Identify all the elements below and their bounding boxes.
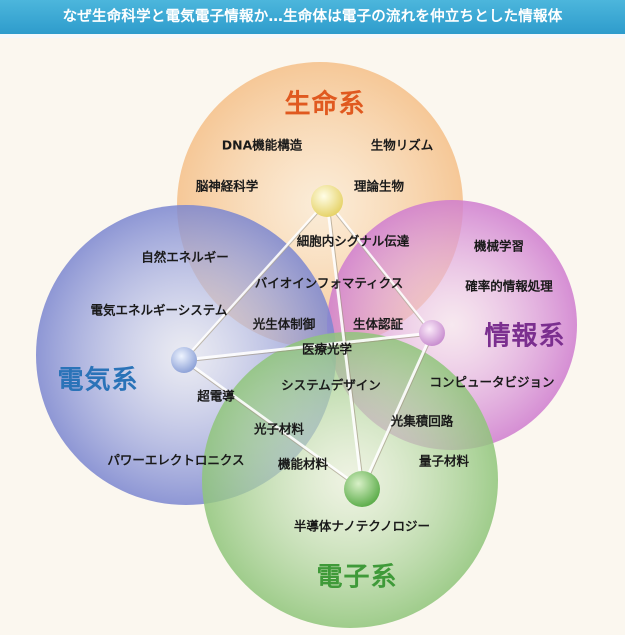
connection-line-shadows xyxy=(183,202,435,492)
line-info-electronic xyxy=(360,332,434,490)
header-bar: なぜ生命科学と電気電子情報か…生命体は電子の流れを仲立ちとした情報体 xyxy=(0,0,625,39)
topic-bio-rhythm: 生物リズム xyxy=(370,137,434,153)
shadow-life-info xyxy=(326,202,433,336)
topic-medical-optics: 医療光学 xyxy=(301,341,353,357)
electronic-system-title: 電子系 xyxy=(316,562,398,593)
line-electric-electronic xyxy=(183,358,363,491)
topic-theoretical-biology: 理論生物 xyxy=(353,178,405,194)
info-node xyxy=(419,320,445,346)
shadow-electric-electronic xyxy=(183,361,363,492)
line-life-electric xyxy=(182,199,329,362)
electronic-node xyxy=(344,471,380,507)
topic-system-design: システムデザイン xyxy=(281,377,381,393)
topic-optical-bio-control: 光生体制御 xyxy=(252,316,316,332)
topic-functional-materials: 機能材料 xyxy=(277,456,329,472)
topic-power-electronics: パワーエレクトロニクス xyxy=(107,452,245,468)
line-electric-info xyxy=(183,331,433,362)
topic-photonic-materials: 光子材料 xyxy=(253,421,305,437)
topic-bioinformatics: バイオインフォマティクス xyxy=(254,275,404,291)
life-system-title: 生命系 xyxy=(284,89,366,120)
connection-lines xyxy=(182,199,434,491)
life-node xyxy=(311,185,343,217)
shadow-life-electric xyxy=(183,202,328,363)
topic-probabilistic-processing: 確率的情報処理 xyxy=(465,278,553,294)
topic-biometrics: 生体認証 xyxy=(352,316,404,332)
topic-cell-signaling: 細胞内シグナル伝達 xyxy=(296,233,410,249)
topic-quantum-materials: 量子材料 xyxy=(418,453,470,469)
venn-diagram xyxy=(36,62,577,628)
shadow-life-electronic xyxy=(328,202,365,490)
electric-system-title: 電気系 xyxy=(57,365,139,396)
line-life-info xyxy=(325,200,434,334)
info-system-title: 情報系 xyxy=(484,321,566,352)
header-title: なぜ生命科学と電気電子情報か…生命体は電子の流れを仲立ちとした情報体 xyxy=(0,0,625,34)
topic-power-energy-system: 電気エネルギーシステム xyxy=(90,302,228,318)
topic-brain-science: 脳神経科学 xyxy=(195,178,259,194)
topic-computer-vision: コンピュータビジョン xyxy=(429,374,555,390)
topic-natural-energy: 自然エネルギー xyxy=(141,249,229,265)
topic-machine-learning: 機械学習 xyxy=(473,238,525,254)
shadow-electric-info xyxy=(183,334,433,363)
shadow-info-electronic xyxy=(363,332,435,490)
topic-optical-ic: 光集積回路 xyxy=(390,413,454,429)
electric-node xyxy=(171,347,197,373)
topic-dna-structure: DNA機能構造 xyxy=(221,137,303,153)
topic-superconductivity: 超電導 xyxy=(197,388,235,404)
topic-semiconductor-nanotech: 半導体ナノテクノロジー xyxy=(293,518,431,534)
